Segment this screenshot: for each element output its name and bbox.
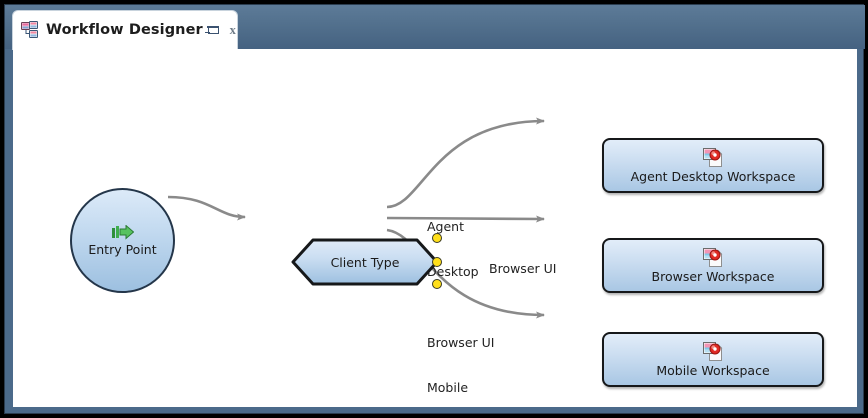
node-entry-point[interactable]: Entry Point (70, 188, 175, 293)
tab-bar: Workflow Designer x (5, 5, 865, 49)
node-entry-point-label: Entry Point (88, 241, 157, 257)
green-start-arrow-icon (111, 223, 134, 241)
close-icon[interactable]: x (229, 23, 236, 37)
port-browser-ui-mobile[interactable] (432, 279, 442, 289)
tab-workflow-designer[interactable]: Workflow Designer x (13, 11, 237, 49)
restore-icon[interactable] (204, 22, 222, 38)
edge-agent-desktop (386, 117, 545, 209)
tab-title: Workflow Designer (46, 22, 203, 38)
edge-browser-ui (386, 215, 545, 223)
node-browser-workspace-label: Browser Workspace (651, 269, 775, 284)
page-with-red-badge-icon (702, 247, 724, 268)
node-client-type-label-wrap: Client Type (291, 238, 439, 286)
port-agent-desktop[interactable] (432, 233, 442, 243)
node-client-type[interactable]: Client Type (291, 233, 442, 289)
page-with-red-badge-icon (702, 147, 724, 168)
node-client-type-label: Client Type (330, 254, 400, 270)
page-with-red-badge-icon (702, 341, 724, 362)
port-browser-ui[interactable] (432, 257, 442, 267)
connector-layer (167, 117, 545, 319)
node-mobile-workspace[interactable]: Mobile Workspace (602, 332, 824, 387)
edge-entry-to-client (167, 195, 246, 221)
client-type-hexagon-shape (291, 238, 439, 286)
edge-browser-ui-mobile (386, 228, 545, 319)
node-agent-desktop-workspace-label: Agent Desktop Workspace (630, 169, 796, 184)
node-browser-workspace[interactable]: Browser Workspace (602, 238, 824, 293)
workflow-designer-window: Workflow Designer x (4, 4, 865, 414)
workflow-canvas[interactable]: Agent Desktop Browser UI Browser UI Mobi… (13, 49, 857, 407)
node-agent-desktop-workspace[interactable]: Agent Desktop Workspace (602, 138, 824, 193)
node-mobile-workspace-label: Mobile Workspace (656, 363, 770, 378)
workflow-diagram-icon (21, 21, 39, 39)
